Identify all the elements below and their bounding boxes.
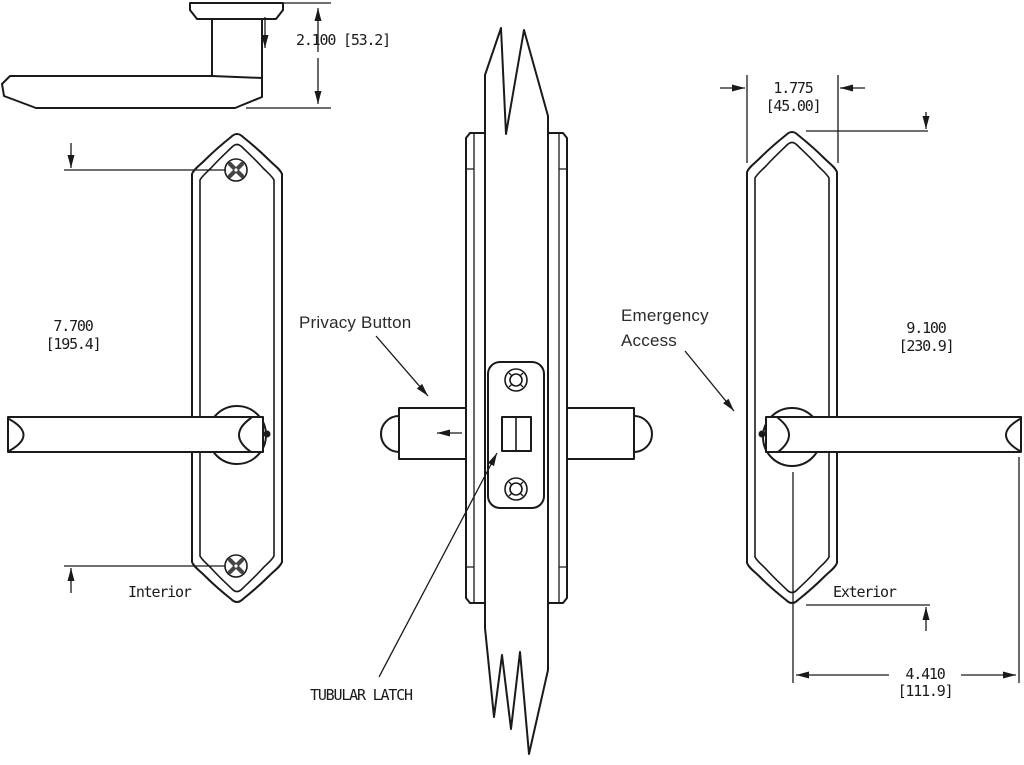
privacy-button-hole: [263, 430, 271, 438]
faceplate-top-screw-icon: [504, 368, 528, 392]
emergency-access-label: Emergency Access: [621, 303, 709, 353]
dim-2100-extension-lines: [246, 2, 331, 109]
tubular-latch-leader-arrow: [378, 452, 498, 678]
dim-9100-reference-lines: [806, 130, 930, 606]
exterior-plate-front-view: [720, 75, 1022, 683]
dim-1775-extension-lines: [746, 75, 839, 163]
dim-plate-width-in: 1.775: [773, 79, 813, 97]
exterior-plate-edge: [547, 132, 568, 604]
interior-label: Interior: [128, 583, 192, 601]
exterior-label: Exterior: [833, 583, 897, 601]
plate-outline: [191, 133, 283, 603]
emergency-access-hole: [758, 430, 766, 438]
door-edge-section-view: [380, 27, 653, 755]
dim-handle-length-in: 4.410: [889, 666, 961, 683]
latch-bolt: [501, 416, 532, 452]
lever-front: [7, 416, 264, 453]
dim-handle-length-mm: [111.9]: [897, 682, 954, 700]
top-screw-icon: [224, 158, 248, 182]
lever-tip-arc: [8, 418, 25, 452]
privacy-button-label: Privacy Button: [299, 313, 412, 332]
dim-plate-width-text: 1.775 [45.00]: [758, 79, 828, 115]
dim-screw-spacing-text: 7.700 [195.4]: [40, 317, 106, 353]
lever-tip-arc: [1005, 418, 1021, 452]
interior-plate-front-view: [7, 133, 283, 603]
dim-7700-reference-lines: [64, 169, 226, 567]
dim-screw-spacing-in: 7.700: [53, 317, 93, 335]
handle-neck: [211, 18, 263, 79]
dim-plate-height-mm: [230.9]: [898, 337, 955, 355]
interior-plate-edge: [465, 132, 486, 604]
interior-lever-end-view: [380, 407, 467, 460]
exterior-lever-end-view: [566, 407, 653, 460]
faceplate-bottom-screw-icon: [504, 477, 528, 501]
emergency-access-line2: Access: [621, 331, 677, 350]
plate-bevel-line: [199, 143, 275, 593]
privacy-button-leader-arrow: [375, 335, 429, 397]
handle-lever-arm: [1, 75, 263, 109]
handle-rose-edge: [189, 2, 284, 20]
lever-neck-arc: [777, 417, 790, 453]
lever-neck-arc: [238, 417, 252, 453]
tubular-latch-label: TUBULAR LATCH: [310, 686, 413, 704]
lever-front: [765, 416, 1022, 453]
door-break-bottom: [484, 627, 549, 755]
plate-bevel-line: [754, 141, 830, 594]
plate-outline: [746, 131, 838, 604]
emergency-access-line1: Emergency: [621, 306, 709, 325]
dim-screw-spacing-mm: [195.4]: [45, 335, 102, 353]
dim-plate-height-text: 9.100 [230.9]: [890, 319, 962, 355]
dim-plate-width-mm: [45.00]: [765, 97, 822, 115]
dim-plate-height-in: 9.100: [906, 319, 946, 337]
dim-handle-height-text: 2.100 [53.2]: [296, 31, 391, 49]
dim-4410-extension-lines: [792, 457, 1020, 683]
handle-side-view: [1, 2, 331, 109]
door-break-top: [484, 27, 549, 135]
dim-handle-length-text: 4.410 [111.9]: [889, 666, 961, 700]
emergency-access-leader-arrow: [684, 350, 735, 412]
